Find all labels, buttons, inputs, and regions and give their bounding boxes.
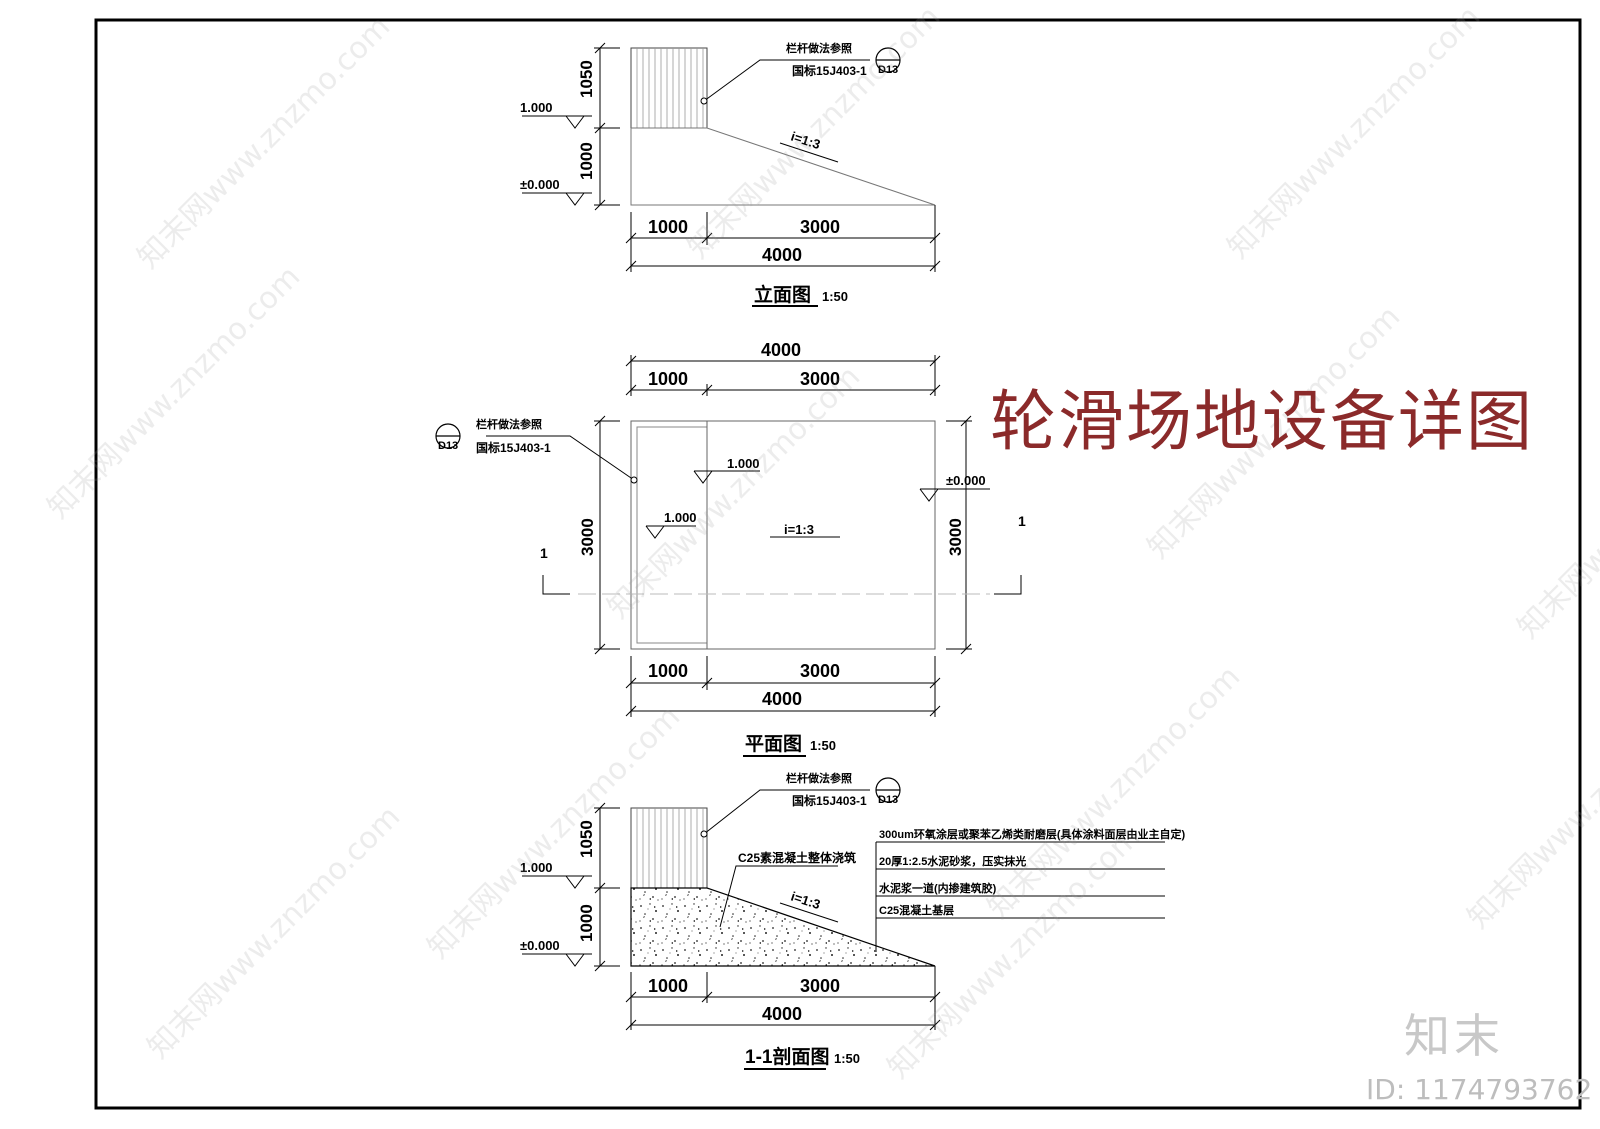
plan-dim-right: 3000 (946, 518, 965, 556)
elev-scale: 1:50 (822, 289, 848, 304)
watermark-repeat-text: 知末网www.znzmo.com (601, 359, 867, 625)
plan-dim-bottom-ramp: 3000 (800, 661, 840, 681)
elev-level-ground: ±0.000 (520, 177, 560, 192)
watermark-id: ID: 1174793762 (1366, 1073, 1593, 1106)
sec-rail-note-line1: 栏杆做法参照 (786, 771, 852, 785)
plan-rail-note-line1: 栏杆做法参照 (476, 417, 542, 431)
plan-level-platform: 1.000 (727, 456, 760, 471)
elev-dim-rail: 1050 (577, 60, 596, 98)
section-scale: 1:50 (834, 1051, 860, 1066)
sec-rail-ref-symbol-text: D13 (878, 794, 898, 806)
sec-dim-total: 4000 (762, 1004, 802, 1024)
layer-2: 20厚1:2.5水泥砂浆，压实抹光 (879, 854, 1026, 868)
rail-note-line1: 栏杆做法参照 (786, 41, 852, 55)
sec-dim-ramp: 3000 (800, 976, 840, 996)
plan-dim-left: 3000 (578, 518, 597, 556)
sheet-title: 轮滑场地设备详图 (990, 383, 1534, 460)
sheet-border (94, 18, 1582, 1110)
railing-bars (636, 48, 704, 128)
section-mark-right: 1 (1018, 513, 1026, 529)
elev-dim-total: 4000 (762, 245, 802, 265)
plan-level-edge: 1.000 (664, 510, 697, 525)
watermark-logo: 知末 (1404, 1009, 1504, 1063)
plan-rail-note-line2: 国标15J403-1 (476, 440, 551, 455)
concrete-label: C25素混凝土整体浇筑 (738, 850, 856, 865)
layer-1: 300um环氧涂层或聚苯乙烯类耐磨层(具体涂料面层由业主自定) (879, 827, 1186, 841)
plan-slope: i=1:3 (784, 522, 814, 537)
railing-panel (630, 47, 708, 129)
sec-slope: i=1:3 (789, 889, 822, 913)
rail-note-line2: 国标15J403-1 (792, 63, 867, 78)
section-view (522, 789, 1165, 1070)
elevation-view (522, 42, 941, 307)
section-railing-panel (630, 807, 708, 889)
sec-rail-note-line2: 国标15J403-1 (792, 793, 867, 808)
layer-4: C25混凝土基层 (879, 903, 954, 917)
sec-dim-platform: 1000 (648, 976, 688, 996)
watermark-repeat-text: 知末网www.znzmo.com (131, 9, 397, 275)
plan-dim-bottom-total: 4000 (762, 689, 802, 709)
rail-ref-symbol-text: D13 (878, 64, 898, 76)
watermark-repeat-text: 知末网www.znzmo.com (141, 799, 407, 1065)
elev-dim-ramp: 3000 (800, 217, 840, 237)
watermark-repeat-text: 知末网www.znzmo.com (1221, 0, 1487, 266)
plan-dim-top-ramp: 3000 (800, 369, 840, 389)
plan-dim-bottom-platform: 1000 (648, 661, 688, 681)
watermark-repeat-text: 知末网www.znzmo.com (41, 259, 307, 525)
watermark-repeat-text: 知末网www.znzmo.com (981, 659, 1247, 925)
section-caption: 1-1剖面图 (745, 1045, 829, 1068)
elev-dim-platform: 1000 (648, 217, 688, 237)
sec-dim-rail: 1050 (577, 820, 596, 858)
plan-rail-ref-symbol-text: D13 (438, 440, 458, 452)
sec-dim-platform-h: 1000 (577, 904, 596, 942)
plan-scale: 1:50 (810, 738, 836, 753)
elev-caption: 立面图 (754, 283, 811, 306)
plan-view (486, 355, 1022, 757)
concrete-body (630, 887, 936, 967)
plan-dim-top-platform: 1000 (648, 369, 688, 389)
sec-level-top: 1.000 (520, 860, 553, 875)
plan-dim-top-total: 4000 (761, 340, 801, 360)
plan-level-ground: ±0.000 (946, 473, 986, 488)
sec-level-ground: ±0.000 (520, 938, 560, 953)
section-mark-left: 1 (540, 545, 548, 561)
elev-dim-platform-h: 1000 (577, 142, 596, 180)
elev-level-top: 1.000 (520, 100, 553, 115)
plan-outline (630, 420, 936, 650)
plan-caption: 平面图 (745, 733, 802, 755)
layer-3: 水泥浆一道(内掺建筑胶) (879, 881, 997, 895)
